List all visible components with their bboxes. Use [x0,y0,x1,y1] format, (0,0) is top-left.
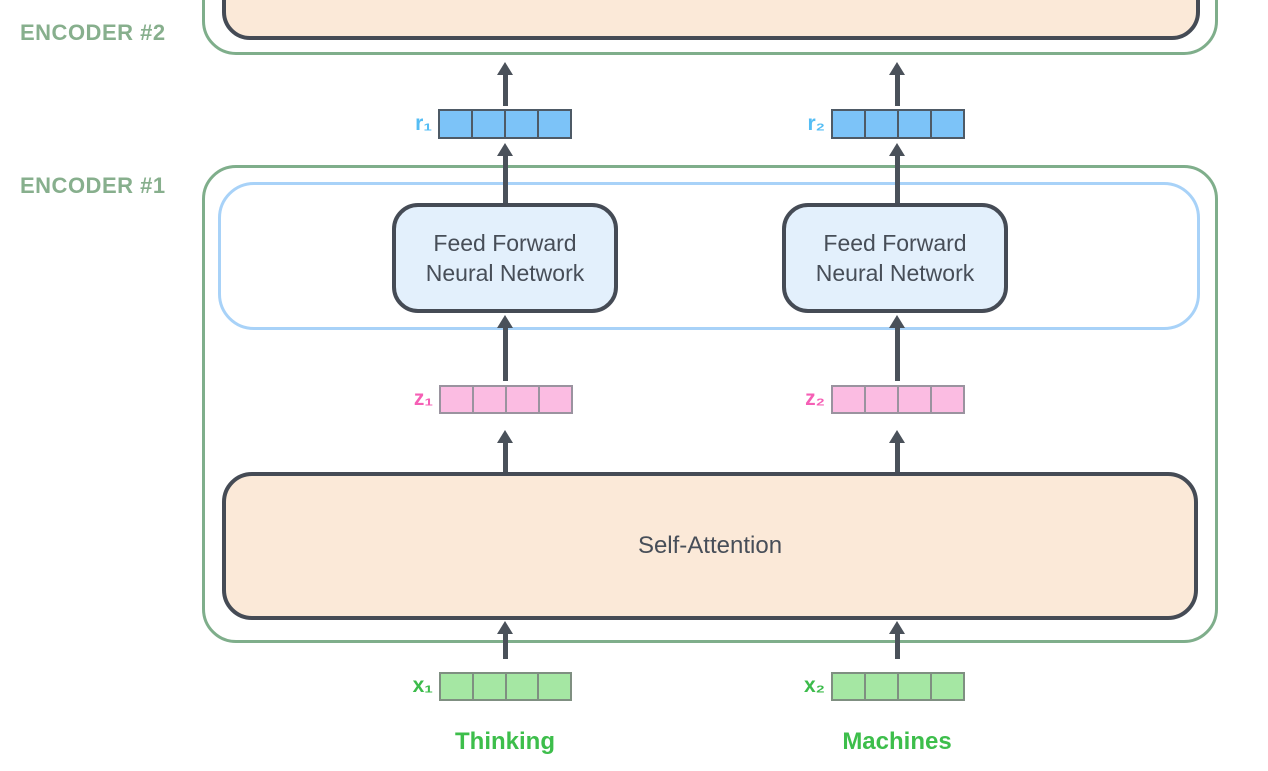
vector-x2 [831,672,965,701]
vector-cell [471,674,505,699]
vector-r1 [438,109,572,139]
encoder-2-frame [202,0,1218,55]
vector-label-x2: x₂ [803,674,825,697]
feed-forward-box-1: Feed Forward Neural Network [392,203,618,313]
arrowhead-icon [889,143,905,156]
ffnn-layer-frame [218,182,1200,330]
feed-forward-box-2: Feed Forward Neural Network [782,203,1008,313]
vector-z2 [831,385,965,414]
vector-cell [864,674,897,699]
input-token-1: Thinking [455,728,555,755]
arrow-ffnn1-to-r1 [497,143,513,203]
arrowhead-icon [889,62,905,75]
vector-cell [897,674,930,699]
vector-cell [472,387,505,412]
arrowhead-icon [497,315,513,328]
arrow-shaft [502,634,508,659]
arrow-selfattn-to-z1 [497,430,513,472]
arrow-shaft [502,328,508,381]
arrowhead-icon [889,430,905,443]
vector-cell [537,674,570,699]
arrowhead-icon [889,315,905,328]
arrow-x1-to-selfattn [497,621,513,659]
vector-cell [504,111,537,137]
arrowhead-icon [497,621,513,634]
self-attention-label: Self-Attention [637,532,783,559]
vector-cell [505,387,538,412]
vector-z1 [439,385,573,414]
vector-cell [441,674,472,699]
input-token-2: Machines [842,728,952,755]
vector-cell [471,111,504,137]
ffnn-label-line1: Feed Forward [823,230,967,256]
vector-cell [833,111,864,137]
arrow-shaft [894,634,900,659]
vector-cell [930,111,963,137]
vector-cell [440,111,471,137]
vector-cell [538,387,571,412]
ffnn-label-line1: Feed Forward [433,230,577,256]
arrow-ffnn2-to-r2 [889,143,905,203]
arrow-z2-to-ffnn2 [889,315,905,381]
encoder-2-label: ENCODER #2 [20,20,166,45]
vector-r2 [831,109,965,139]
vector-cell [833,674,864,699]
ffnn-label-line2: Neural Network [815,260,975,286]
arrow-shaft [502,443,508,472]
vector-cell [897,111,930,137]
arrow-shaft [894,75,900,106]
vector-x1 [439,672,572,701]
vector-cell [504,674,538,699]
vector-cell [864,387,897,412]
vector-label-r1: r₁ [415,112,432,135]
vector-label-z1: z₁ [413,387,433,410]
vector-cell [833,387,864,412]
arrow-selfattn-to-z2 [889,430,905,472]
arrow-r2-to-encoder2 [889,62,905,106]
arrowhead-icon [497,143,513,156]
arrowhead-icon [497,430,513,443]
arrow-shaft [894,443,900,472]
arrow-z1-to-ffnn1 [497,315,513,381]
arrow-shaft [502,75,508,106]
vector-cell [537,111,570,137]
arrow-r1-to-encoder2 [497,62,513,106]
vector-cell [441,387,472,412]
arrow-shaft [894,156,900,203]
self-attention-box: Self-Attention [222,472,1198,620]
vector-label-z2: z₂ [805,387,825,410]
vector-cell [930,674,963,699]
encoder-1-label: ENCODER #1 [20,173,166,198]
arrowhead-icon [889,621,905,634]
vector-label-x1: x₁ [412,674,433,697]
vector-label-r2: r₂ [807,112,825,135]
encoder-1-frame [202,165,1218,643]
vector-cell [897,387,930,412]
arrow-shaft [894,328,900,381]
vector-cell [864,111,897,137]
encoder-2-inner-attention-box-partial [222,0,1200,40]
arrowhead-icon [497,62,513,75]
ffnn-label-line2: Neural Network [425,260,585,286]
vector-cell [930,387,963,412]
arrow-x2-to-selfattn [889,621,905,659]
arrow-shaft [502,156,508,203]
